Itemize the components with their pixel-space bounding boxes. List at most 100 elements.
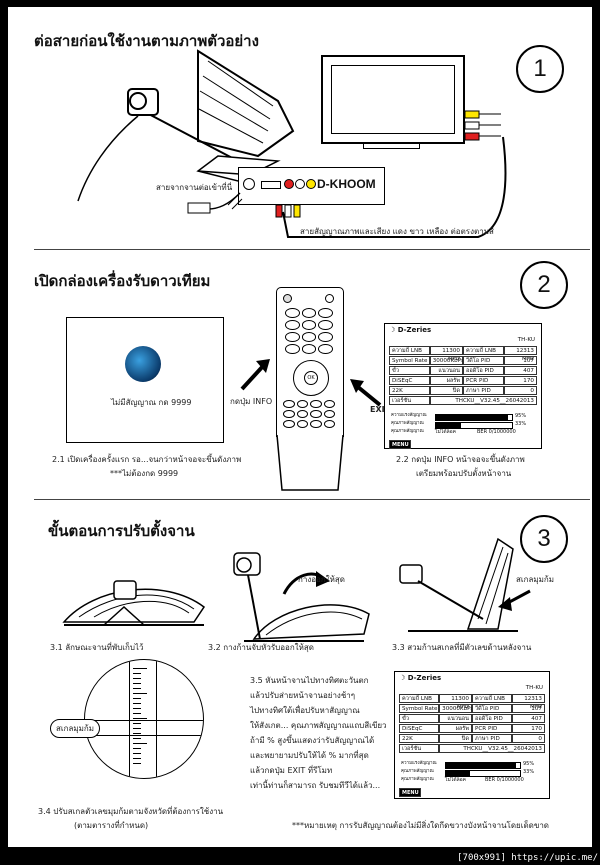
instruction-sheet: ต่อสายก่อนใช้งานตามภาพตัวอย่าง 1 [7,6,593,848]
remote-key [323,410,335,418]
osd-bar-label: คุณภาพสัญญาณ [401,769,434,774]
osd-value: 0 [512,734,545,743]
step-3-5-line: ให้สังเกต... คุณภาพสัญญาณแถบสีเขียว [250,721,387,730]
osd-label: DiSEqC [399,724,440,733]
osd-level-bar [445,762,521,769]
osd-label: วีดีโอ PID [463,356,504,365]
rca-plugs-receiver [275,204,301,218]
osd-bar-label: คุณภาพสัญญาณ [391,421,424,426]
scale-tick [133,668,147,669]
osd-brand: ☽ D-Zeries [389,326,432,334]
osd-value: 107 [503,356,537,365]
osd-level-bar [435,422,513,429]
remote-key [296,420,308,428]
remote-key [285,320,300,330]
osd-level-fill [436,423,462,428]
step-3-5-text: 3.5 หันหน้าจานไปทางทิศตะวันตก แล้วปรับส่… [250,673,390,793]
mute-button [325,294,334,303]
pull-label: กางออกให้สุด [298,575,345,584]
step-number-3: 3 [520,515,568,563]
info-arrow-icon [240,359,270,391]
receiver-brand: D-KHOOM [317,177,376,191]
osd-bar-value: 95% [523,761,535,767]
osd-lock-status: ไม่ได้ล็อค [435,429,456,435]
receiver-box: D-KHOOM [238,167,385,205]
osd-label: 22K [399,734,440,743]
remote-key [285,332,300,342]
tv-illustration [321,55,465,144]
osd-label: ออดิโอ PID [472,714,513,723]
step-3-2: 3.2 กางก้านจับหัวรับออกให้สุด [208,643,314,652]
step-2-1-line1: 2.1 เปิดเครื่องครั้งแรก รอ...จนกว่าหน้าจ… [52,455,242,464]
osd-label: ความถี่ LNB [399,694,440,703]
remote-key [283,420,295,428]
remote-key [301,320,317,330]
scale-tick [133,713,141,714]
remote-key [318,332,333,342]
no-signal-text: ไม่มีสัญญาณ กด 9999 [111,398,192,407]
osd-level-bar [435,414,513,421]
step-3-5-line: ไปทางทิศใต้เพื่อปรับหาสัญญาณ [250,706,360,715]
divider-2 [34,499,590,500]
note-text: ***หมายเหตุ การรับสัญญาณต้องไม่มีสิ่งใดก… [292,821,550,830]
osd-level-fill [446,763,517,768]
remote-key [285,344,300,354]
osd-menu: MENU [389,440,411,449]
osd-label: 22K [389,386,430,395]
osd-bar-label: คุณภาพสัญญาณ [401,777,434,782]
scale-tick [133,703,141,704]
power-button [283,294,292,303]
scale-tick [133,693,147,694]
osd-satellite: TH-KU [525,685,543,691]
osd-bar-label: ความแรงสัญญาณ [391,413,427,418]
scale-ticks [133,668,153,768]
remote-key [301,308,317,318]
osd-level-bar [445,770,521,777]
cable-connector [187,192,243,214]
osd-value: 11300 MHz [429,346,463,362]
scale-tick [133,678,141,679]
osd-value: 0 [503,386,537,395]
osd-label: ขั้ว [389,366,430,375]
step-3-5-line: 3.5 หันหน้าจานไปทางทิศตะวันตก [250,676,369,685]
globe-icon [125,346,161,382]
function-keypad [283,400,337,430]
remote-key [283,400,295,408]
scale-tick [133,758,141,759]
number-keypad [285,308,335,356]
osd-value: 407 [503,366,537,375]
remote-key [310,420,322,428]
section3-title: ขั้นตอนการปรับตั้งจาน [48,522,195,540]
remote-key [323,400,335,408]
remote-key [301,332,317,342]
scale-tick [133,698,141,699]
osd-value: ปิด [429,386,463,395]
osd-brand: ☽ D-Zeries [399,674,442,682]
remote-key [296,410,308,418]
remote-key [323,420,335,428]
clamp [85,720,203,736]
osd-level-fill [436,415,509,420]
step-3-5-line: แล้วกดปุ่ม EXIT ที่รีโมท [250,766,333,775]
lnb-input-jack [243,178,255,190]
remote-bottom [276,435,344,491]
av-cable-label: สายสัญญาณภาพและเสียง แดง ขาว เหลือง ต่อต… [300,227,494,236]
scale-label-left: สเกลมุมก้ม [50,719,101,738]
osd-label: DiSEqC [389,376,430,385]
step-3-3: 3.3 สวมก้านสเกลที่มีตัวเลขด้านหลังจาน [392,643,532,652]
remote-key [285,308,300,318]
step-3-5-line: เท่านี้ท่านก็สามารถ รับชมทีวีได้แล้ว... [250,781,381,790]
scale-tick [133,723,141,724]
step-2-2-line1: 2.2 กดปุ่ม INFO หน้าจอจะขึ้นดังภาพ [396,455,525,464]
av-cable [282,136,507,238]
osd-value: แนวนอน [439,714,472,723]
osd-satellite: TH-KU [517,337,535,343]
osd-label: เวอร์ชั่น [389,396,430,405]
osd-value: ผลรัพ [439,724,472,733]
remote-key [318,308,333,318]
step-number-1: 1 [516,45,564,93]
rca-yellow [306,179,316,189]
info-button-label: กดปุ่ม INFO [230,397,273,406]
remote-key [301,344,317,354]
remote-key [318,344,333,354]
